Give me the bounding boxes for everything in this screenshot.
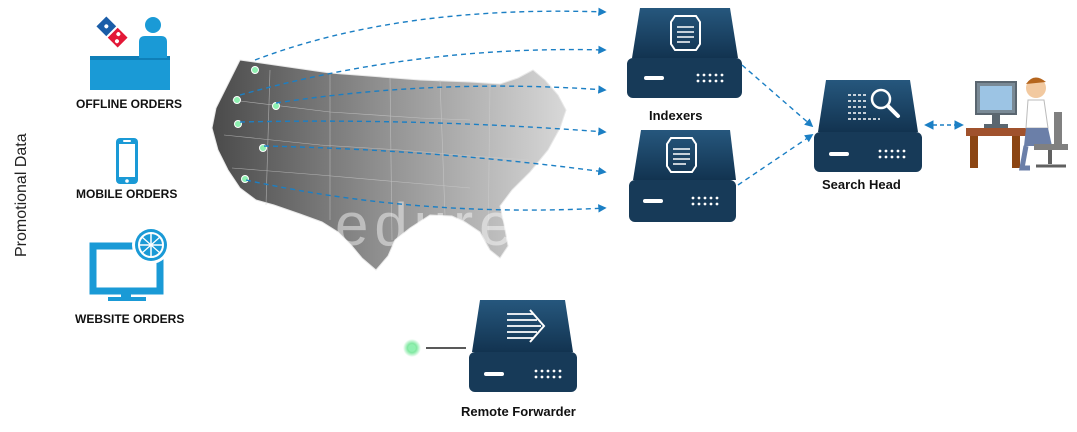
offline-orders-label: OFFLINE ORDERS bbox=[76, 97, 183, 111]
store-counter-icon bbox=[90, 13, 170, 90]
location-dot bbox=[251, 66, 259, 74]
monitor-globe-icon bbox=[89, 226, 170, 301]
flow-arrow bbox=[263, 145, 607, 176]
flow-arrow bbox=[254, 7, 607, 61]
data-flow-arrows bbox=[239, 7, 607, 213]
smartphone-icon bbox=[116, 138, 138, 184]
user-at-desk-icon bbox=[966, 77, 1068, 171]
flow-arrow bbox=[737, 134, 814, 186]
location-dot bbox=[233, 96, 241, 104]
search-head-server bbox=[814, 80, 922, 172]
watermark: edureka! bbox=[335, 191, 617, 258]
indexers-label: Indexers bbox=[649, 108, 703, 123]
location-dot bbox=[272, 102, 280, 110]
flow-arrow bbox=[239, 45, 607, 96]
flow-arrow bbox=[245, 179, 607, 213]
website-orders-label: WEBSITE ORDERS bbox=[75, 312, 185, 326]
location-dot bbox=[241, 175, 249, 183]
mobile-orders-label: MOBILE ORDERS bbox=[76, 187, 178, 201]
flow-arrow bbox=[239, 120, 607, 136]
flow-arrow bbox=[741, 64, 814, 128]
map-location-dots bbox=[233, 66, 280, 183]
remote-forwarder-label: Remote Forwarder bbox=[461, 404, 576, 419]
forwarder-source-dot-core bbox=[409, 345, 415, 351]
search-head-label: Search Head bbox=[822, 177, 901, 192]
usa-map bbox=[211, 59, 567, 271]
remote-forwarder-server bbox=[403, 300, 577, 392]
flow-arrow bbox=[275, 85, 607, 104]
indexer-to-search-arrows bbox=[737, 64, 814, 186]
location-dot bbox=[234, 120, 242, 128]
indexer-server-1 bbox=[627, 8, 742, 98]
indexer-server-2 bbox=[629, 130, 736, 222]
